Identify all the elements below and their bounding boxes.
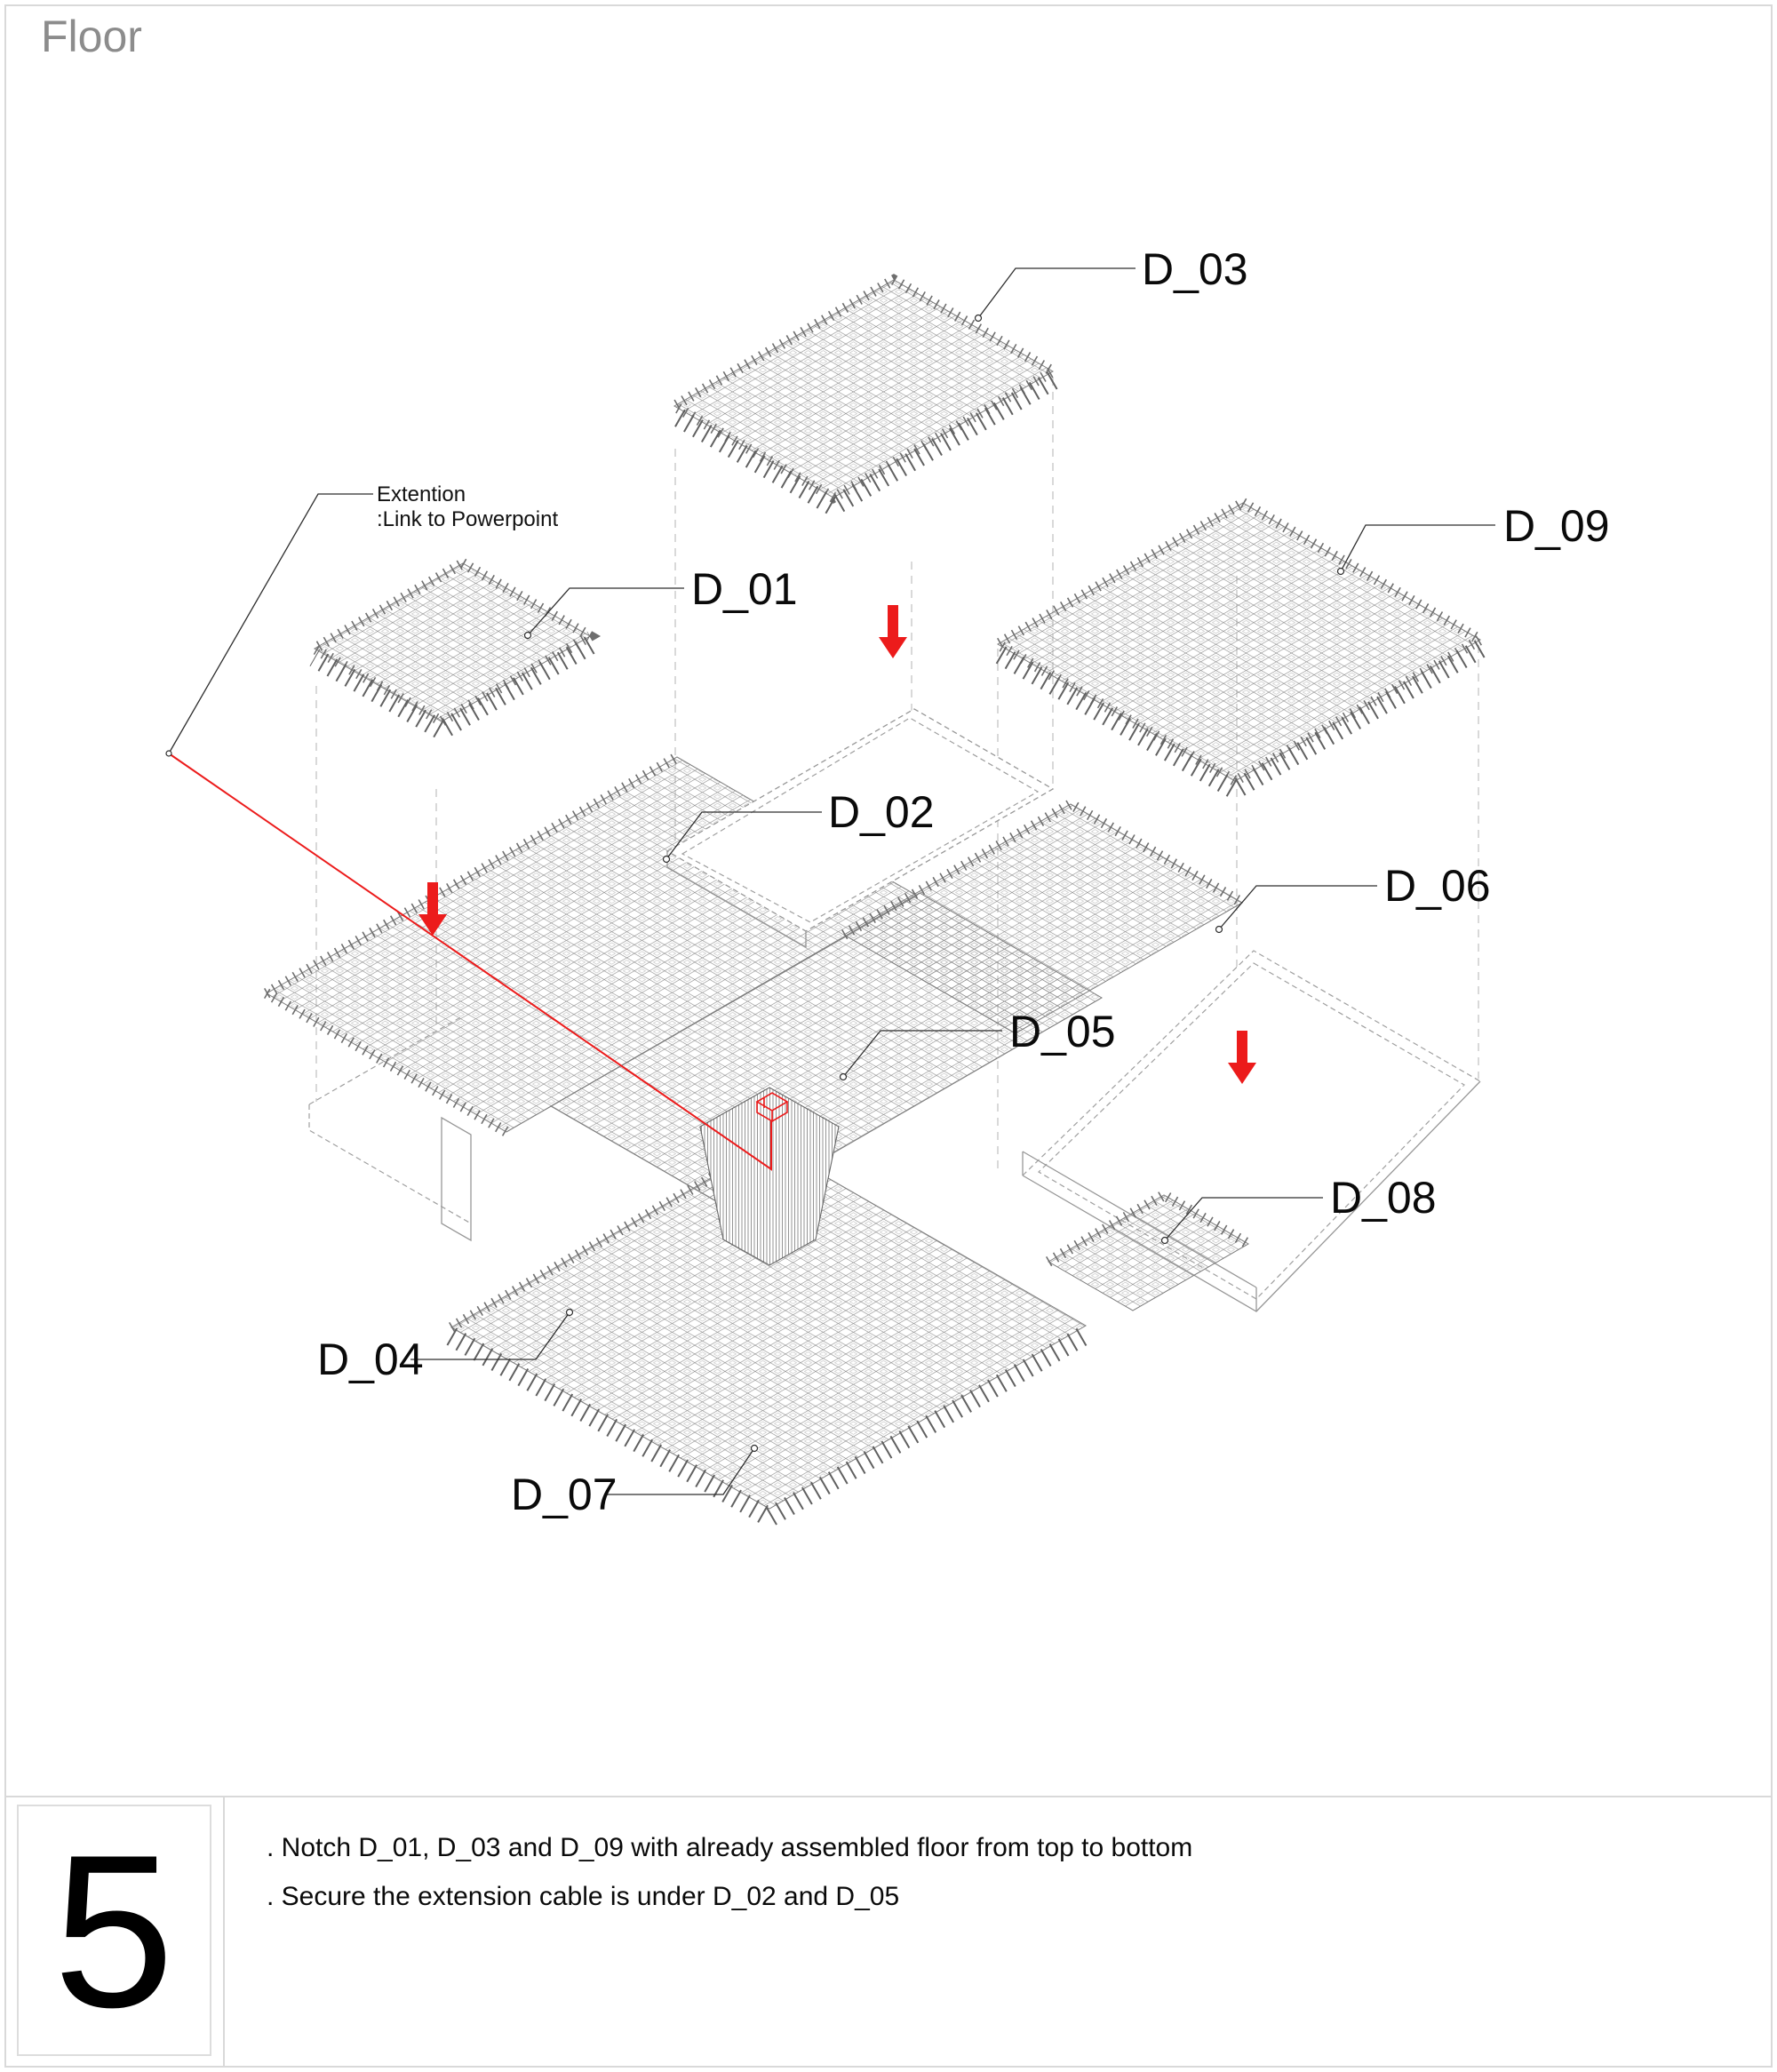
extension-note-line2: :Link to Powerpoint	[377, 507, 558, 531]
tray-left-drawing	[308, 1016, 472, 1242]
label-d01: D_01	[691, 564, 798, 614]
step-section: 5 . Notch D_01, D_03 and D_09 with alrea…	[5, 1796, 1772, 2067]
step-number: 5	[53, 1809, 174, 2052]
label-d07: D_07	[511, 1470, 618, 1519]
label-d08: D_08	[1330, 1173, 1437, 1223]
slat-canopy-drawing	[699, 1087, 840, 1266]
tray-d02-drawing	[665, 708, 1055, 949]
panel-d01-drawing	[303, 557, 602, 742]
callouts: Extention :Link to Powerpoint D_03 D_09 …	[165, 244, 1610, 1519]
down-arrow-icon	[879, 605, 907, 658]
extension-cable-drawing	[168, 753, 789, 1171]
down-arrow-icon	[1228, 1031, 1256, 1084]
panel-d03-drawing	[663, 274, 1064, 518]
label-d05: D_05	[1009, 1007, 1116, 1056]
down-arrow-icon	[418, 882, 447, 936]
panel-d09-drawing	[986, 497, 1492, 801]
label-d04: D_04	[317, 1335, 424, 1384]
extension-note-line1: Extention	[377, 482, 466, 506]
instruction-line-2: . Secure the extension cable is under D_…	[267, 1882, 899, 1911]
instruction-line-1: . Notch D_01, D_03 and D_09 with already…	[267, 1833, 1192, 1862]
label-d09: D_09	[1503, 501, 1610, 551]
label-d06: D_06	[1384, 861, 1491, 911]
page-title: Floor	[41, 12, 142, 61]
page-border	[4, 4, 1773, 2068]
step-number-box	[17, 1805, 211, 2056]
label-d02: D_02	[828, 787, 935, 837]
label-d03: D_03	[1142, 244, 1248, 294]
